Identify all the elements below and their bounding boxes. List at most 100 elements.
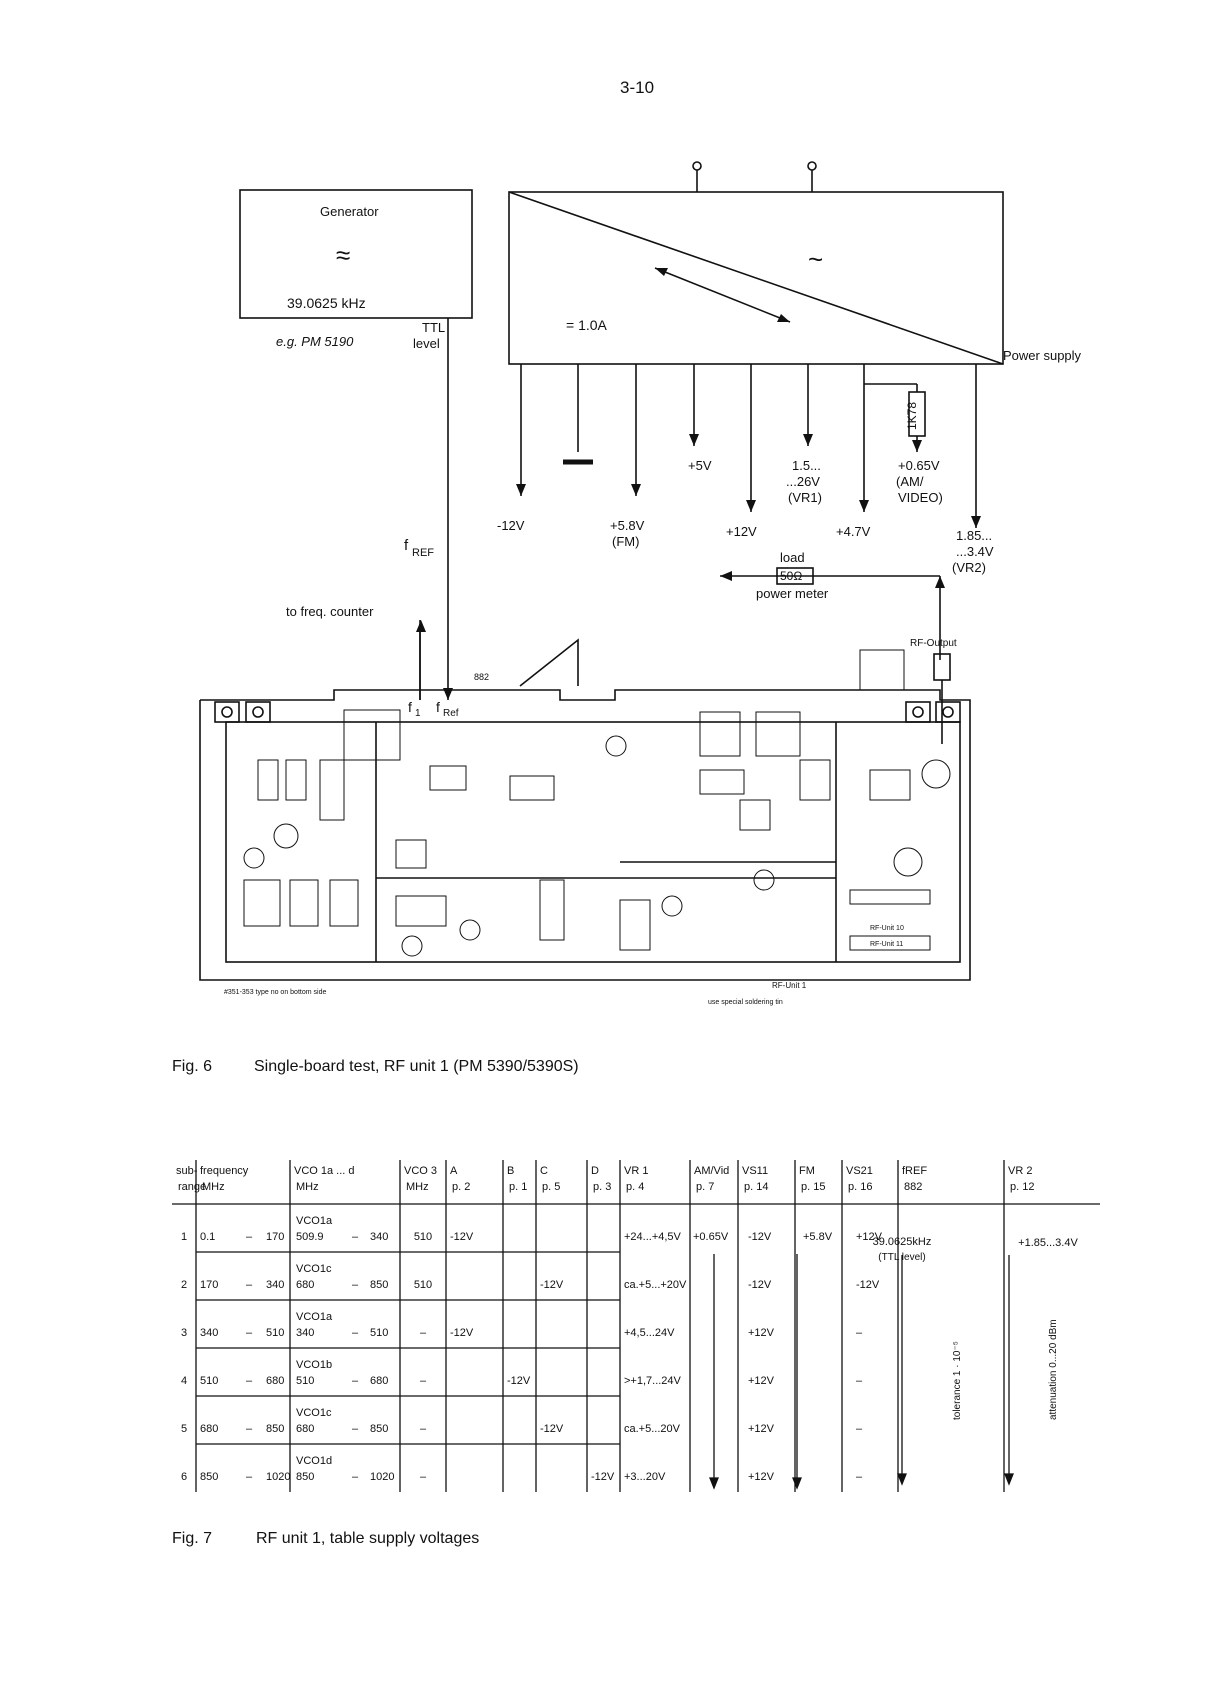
board-note2: use special soldering tin [708,999,783,1006]
cell-fref-level: (TTL level) [878,1252,925,1263]
generator-example: e.g. PM 5190 [276,334,354,349]
cell-vco3: 510 [414,1231,432,1243]
header-label: AM/Vid [694,1165,729,1177]
header-label: frequency [200,1165,249,1177]
fref-sub: REF [412,547,434,559]
board-note: #351-353 type no on bottom side [224,989,326,996]
header-unit: range [178,1181,206,1193]
header-unit: 882 [904,1181,922,1193]
out-vr1-sub2: (VR1) [788,490,822,505]
cell-vco3: – [420,1471,427,1483]
cell-vr1: +24...+4,5V [624,1231,682,1243]
cell-dash: – [352,1231,359,1243]
cell-fm: +5.8V [803,1231,833,1243]
ps-dc-label: = 1.0A [566,317,608,333]
generator-box [239,189,473,319]
vr2-arrow [1004,1473,1014,1486]
out-vr1: 1.5... [792,458,821,473]
out-065: +0.65V [898,458,940,473]
header-label: D [591,1165,599,1177]
header-label: VCO 3 [404,1165,437,1177]
header-unit: p. 4 [626,1181,644,1193]
out-12: +12V [726,524,757,539]
header-unit: p. 5 [542,1181,560,1193]
cell-dash: – [352,1375,359,1387]
header-label: VR 2 [1008,1165,1032,1177]
cell-vs21: – [856,1423,863,1435]
cell-dash: – [352,1279,359,1291]
cell-vco-high: 680 [370,1375,388,1387]
cell-vr1: >+1,7...24V [624,1375,682,1387]
cell-vs11: +12V [748,1471,775,1483]
f1-label: f [408,699,412,715]
cell-c: -12V [540,1279,564,1291]
generator-frequency: 39.0625 kHz [287,295,366,311]
fig6-diagram: Generator ≈ 39.0625 kHz e.g. PM 5190 TTL… [199,161,1082,1006]
generator-title: Generator [320,204,379,219]
board-882: 882 [474,672,489,682]
out-065-sub2: VIDEO) [898,490,943,505]
cell-vco3: 510 [414,1279,432,1291]
cell-freq-low: 0.1 [200,1231,215,1243]
out-vr2-sub2: (VR2) [952,560,986,575]
cell-freq-high: 680 [266,1375,284,1387]
cell-freq-high: 340 [266,1279,284,1291]
out-065-sub: (AM/ [896,474,924,489]
cell-vr1: +4,5...24V [624,1327,675,1339]
cell-dash: – [352,1423,359,1435]
cell-vs11: -12V [748,1231,772,1243]
cell-freq-high: 510 [266,1327,284,1339]
cell-vs21: – [856,1471,863,1483]
cell-vs21: -12V [856,1279,880,1291]
cell-vco3: – [420,1327,427,1339]
fig6-caption-text: Single-board test, RF unit 1 (PM 5390/53… [254,1058,579,1075]
header-label: VCO 1a ... d [294,1165,355,1177]
cell-freq-low: 340 [200,1327,218,1339]
cell-freq-high: 170 [266,1231,284,1243]
header-label: A [450,1165,458,1177]
fref-label: f [404,537,409,554]
cell-dash: – [246,1423,253,1435]
load-value: 50Ω [780,569,802,583]
out-vr1-sub: ...26V [786,474,820,489]
f1-sub: 1 [415,708,421,719]
out-vr2-sub: ...3.4V [956,544,994,559]
cell-vco-low: 680 [296,1279,314,1291]
header-label: VR 1 [624,1165,648,1177]
header-unit: p. 15 [801,1181,825,1193]
cell-vco3: – [420,1423,427,1435]
generator-level: level [413,336,440,351]
fig7-caption-text: RF unit 1, table supply voltages [256,1530,480,1547]
header-label: VS21 [846,1165,873,1177]
cell-dash: – [352,1471,359,1483]
out-47: +4.7V [836,524,871,539]
cell-vco-name: VCO1c [296,1407,332,1419]
fig7-caption-number: Fig. 7 [172,1530,213,1547]
cell-a: -12V [450,1231,474,1243]
cell-vs11: -12V [748,1279,772,1291]
out-58-sub: (FM) [612,534,639,549]
header-label: fREF [902,1165,927,1177]
cell-subrange: 6 [181,1471,187,1483]
cell-vco-name: VCO1c [296,1263,332,1275]
cell-subrange: 1 [181,1231,187,1243]
header-unit: p. 12 [1010,1181,1034,1193]
cell-vs11: +12V [748,1375,775,1387]
cell-vco-low: 850 [296,1471,314,1483]
cell-vco-name: VCO1d [296,1455,332,1467]
cell-subrange: 3 [181,1327,187,1339]
header-unit: p. 1 [509,1181,527,1193]
cell-vco-name: VCO1a [296,1215,333,1227]
header-label: B [507,1165,514,1177]
header-unit: MHz [202,1181,225,1193]
page-number: 3-10 [620,78,655,97]
cell-d: -12V [591,1471,615,1483]
ps-ac-symbol: ~ [808,244,823,274]
out-vr2: 1.85... [956,528,992,543]
header-unit: p. 7 [696,1181,714,1193]
cell-freq-high: 850 [266,1423,284,1435]
generator-ttl: TTL [422,320,445,335]
header-unit: p. 14 [744,1181,768,1193]
cell-dash: – [246,1327,253,1339]
cell-freq-low: 510 [200,1375,218,1387]
